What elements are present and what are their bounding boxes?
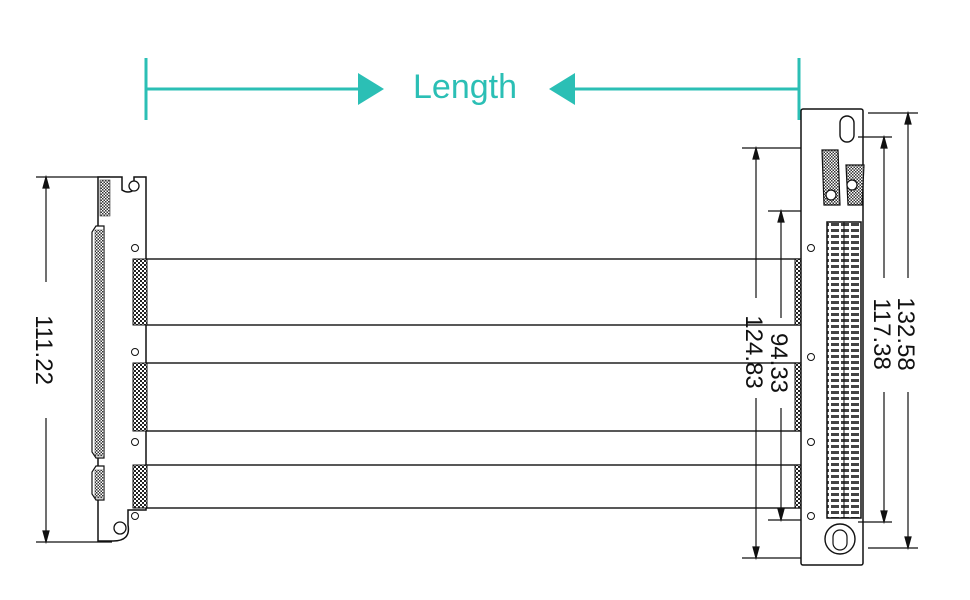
ribbon-cable — [132, 258, 810, 326]
length-left-arrow-icon — [549, 73, 575, 105]
left-height-dimension — [36, 174, 112, 545]
left-height-label: 111.22 — [30, 315, 57, 385]
length-right-arrow-icon — [358, 73, 384, 105]
right-dimensions — [858, 110, 918, 551]
right-slot-board — [800, 108, 865, 566]
inner-short-label: 94.33 — [765, 333, 792, 393]
ribbon-cable — [132, 464, 810, 509]
ribbon-cables — [132, 258, 810, 509]
length-label: Length — [413, 68, 517, 106]
left-top-hole — [128, 180, 140, 192]
right-inner-label: 117.38 — [868, 298, 895, 370]
right-outer-label: 132.58 — [892, 297, 919, 370]
length-indicator: Length — [144, 58, 801, 120]
ribbon-cable — [132, 362, 810, 432]
inner-tall-label: 124.83 — [740, 315, 767, 388]
left-bottom-hole — [113, 521, 127, 535]
top-mount-slot — [839, 115, 855, 143]
inner-dimensions — [742, 145, 808, 561]
